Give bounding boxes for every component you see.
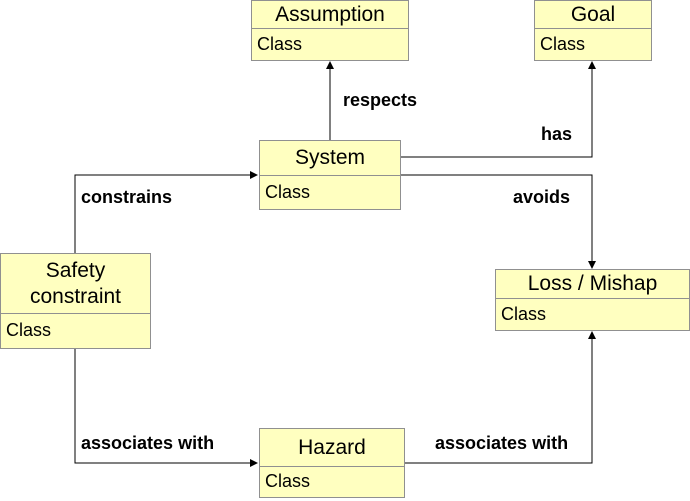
edge-constrains: [74, 171, 258, 253]
edge-label-associates-left: associates with: [81, 433, 215, 453]
class-system-title: System: [260, 141, 400, 176]
edge-label-has: has: [541, 124, 573, 144]
edge-label-associates-right: associates with: [435, 433, 569, 453]
class-hazard-body: Class: [265, 471, 311, 491]
edge-avoids: [400, 174, 596, 269]
edge-label-respects: respects: [343, 90, 418, 110]
edge-label-avoids: avoids: [513, 187, 571, 207]
class-safety-constraint-body: Class: [6, 320, 52, 340]
class-loss-mishap-title: Loss / Mishap: [496, 270, 689, 299]
class-hazard-title: Hazard: [260, 429, 404, 467]
class-system-body: Class: [265, 181, 311, 202]
class-goal-title: Goal: [535, 1, 651, 29]
edge-label-constrains: constrains: [81, 187, 173, 207]
class-loss-mishap-body: Class: [501, 303, 547, 324]
class-safety-constraint[interactable]: Safety constraint Class: [0, 253, 151, 349]
edge-associates-right: [405, 331, 596, 464]
edge-has: [400, 61, 596, 158]
class-hazard[interactable]: Hazard Class: [259, 428, 405, 498]
class-assumption-body: Class: [257, 33, 303, 54]
class-goal-body: Class: [540, 33, 586, 54]
class-system[interactable]: System Class: [259, 140, 401, 210]
class-safety-constraint-title: Safety constraint: [1, 254, 150, 314]
class-goal[interactable]: Goal Class: [534, 0, 652, 61]
class-assumption-title: Assumption: [252, 1, 408, 29]
edge-associates-left: [74, 348, 258, 467]
class-loss-mishap[interactable]: Loss / Mishap Class: [495, 269, 690, 331]
class-assumption[interactable]: Assumption Class: [251, 0, 409, 61]
